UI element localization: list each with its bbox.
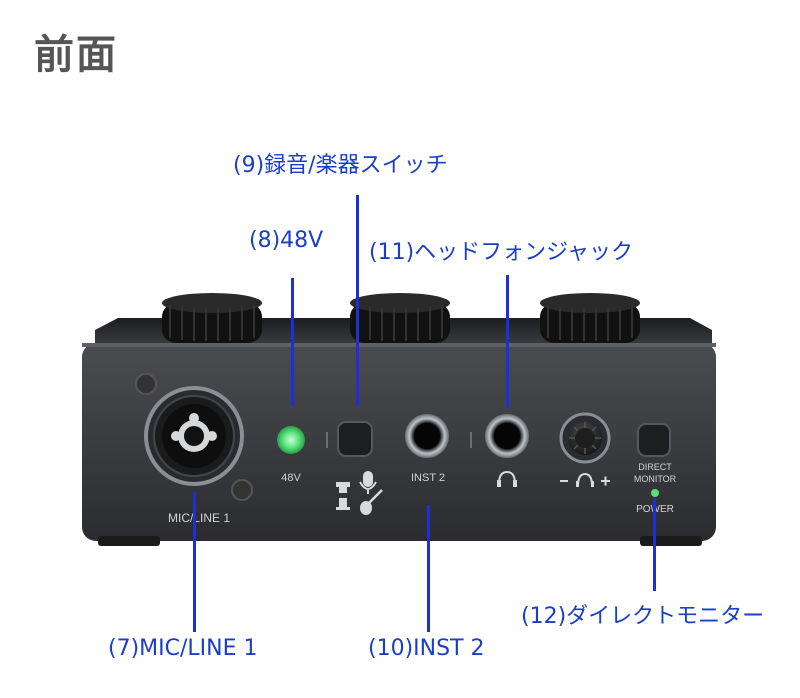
headphone-icon — [497, 470, 517, 487]
phantom-power-led — [277, 426, 305, 454]
callout-48v: (8)48V — [249, 228, 324, 253]
mic-line-label: MIC/LINE 1 — [168, 511, 230, 525]
mic-line-combo-jack — [135, 373, 253, 501]
callout-inst2: (10)INST 2 — [368, 636, 485, 661]
microphone-icon — [359, 471, 377, 494]
foot-left — [98, 536, 160, 546]
guitar-icon — [360, 489, 383, 515]
leader-line-mic-line — [193, 492, 196, 632]
power-led — [651, 489, 659, 497]
record-instrument-switch — [337, 421, 373, 457]
leader-line-direct-monitor — [653, 499, 656, 591]
monitor-label: MONITOR — [634, 474, 677, 484]
leader-line-switch — [356, 195, 359, 406]
callout-record-instrument-switch: (9)録音/楽器スイッチ — [233, 153, 448, 178]
leader-line-48v — [291, 278, 294, 406]
direct-monitor-switch — [637, 423, 671, 457]
monitor-volume-scale — [560, 472, 610, 487]
monitor-volume-knob — [559, 412, 611, 464]
phantom-power-label: 48V — [281, 472, 301, 484]
callout-direct-monitor: (12)ダイレクトモニター — [521, 604, 765, 629]
gain-knob-2 — [350, 293, 450, 343]
leader-line-inst2 — [427, 505, 430, 632]
inst2-label: INST 2 — [411, 472, 445, 484]
callout-headphone-jack: (11)ヘッドフォンジャック — [369, 240, 634, 265]
page-title: 前面 — [34, 32, 118, 78]
direct-label: DIRECT — [638, 462, 672, 472]
tripod-icon — [336, 482, 350, 510]
volume-knob — [540, 293, 640, 343]
leader-line-headphone — [506, 275, 509, 408]
foot-right — [640, 536, 702, 546]
inst2-jack — [405, 414, 449, 458]
headphone-jack — [485, 414, 529, 458]
callout-mic-line: (7)MIC/LINE 1 — [108, 636, 258, 661]
gain-knob-1 — [162, 293, 262, 343]
